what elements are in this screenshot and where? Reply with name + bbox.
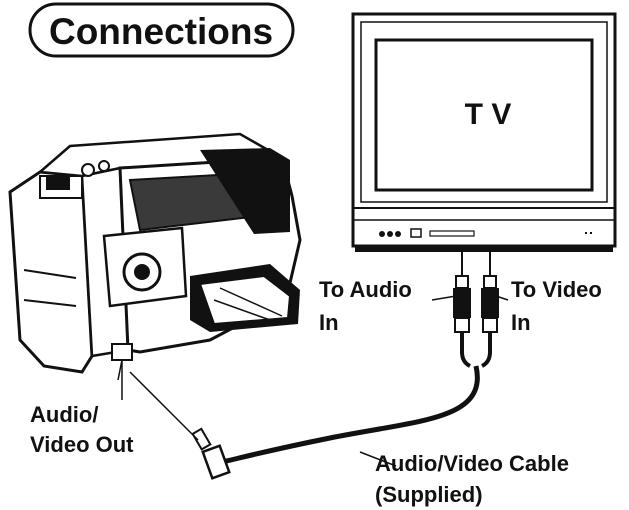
tv-button-icon [387, 231, 393, 237]
camcorder [8, 132, 302, 381]
tv-port-icon [410, 228, 422, 238]
av-cable [191, 252, 499, 480]
av-out-label: Audio/ [30, 402, 98, 427]
camera-plug-icon [191, 427, 231, 480]
audio-plug-icon [453, 275, 471, 333]
video-plug-icon [481, 275, 499, 333]
tv-button-icon [379, 231, 385, 237]
page-title: Connections [49, 11, 273, 52]
av-out-jack-icon [111, 343, 133, 361]
cable-label-line2: (Supplied) [375, 482, 483, 507]
to-video-in-label-line2: In [511, 310, 531, 335]
cable-label: Audio/Video Cable [375, 451, 569, 476]
leader-lines [121, 295, 509, 467]
to-audio-in-label-line2: In [319, 310, 339, 335]
tv-screen-label: T V [465, 98, 512, 131]
to-audio-in-label: To Audio [319, 277, 412, 302]
tv-control-strip-icon [429, 230, 475, 237]
camcorder-switch-icon [46, 176, 70, 190]
title-badge: Connections [28, 2, 295, 58]
tv-button-icon [395, 231, 401, 237]
av-out-label-line2: Video Out [30, 432, 134, 457]
to-video-in-label: To Video [511, 277, 602, 302]
tv-set: T V [351, 12, 617, 252]
